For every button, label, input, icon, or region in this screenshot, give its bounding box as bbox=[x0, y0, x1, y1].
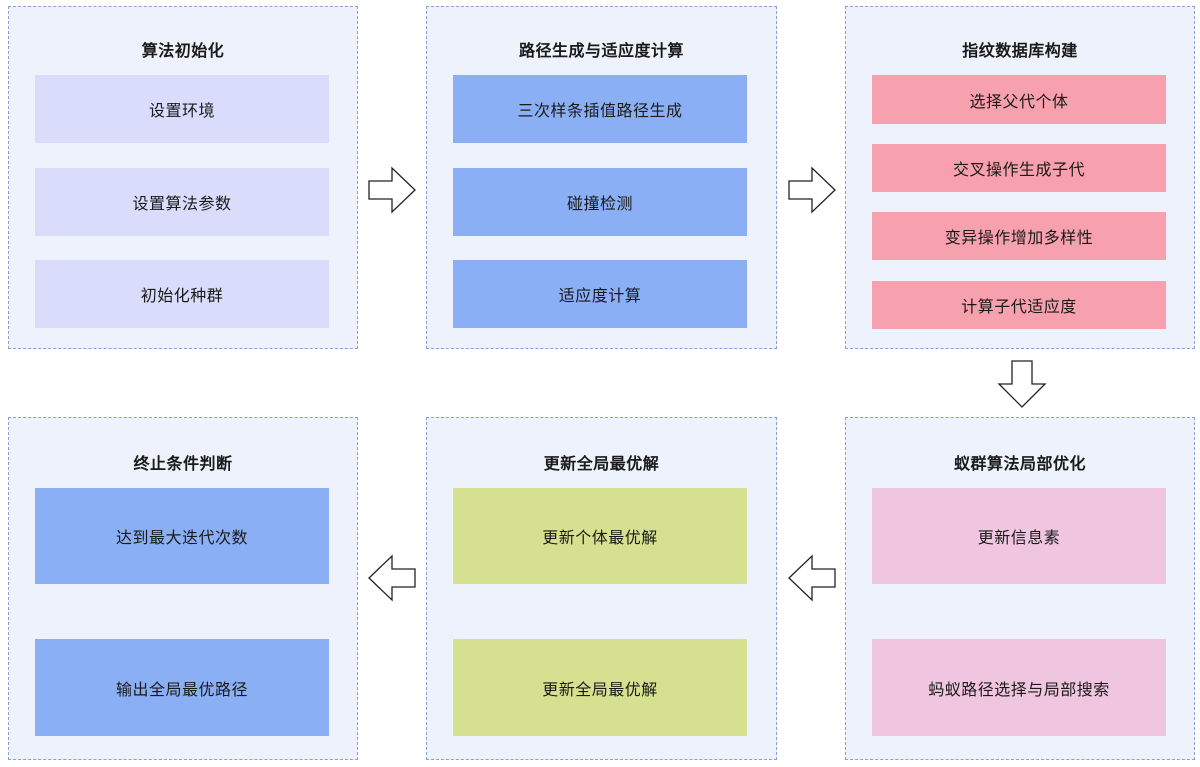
step-collision-detection: 碰撞检测 bbox=[453, 168, 747, 236]
step-max-iterations: 达到最大迭代次数 bbox=[35, 488, 329, 584]
step-init-population: 初始化种群 bbox=[35, 260, 329, 328]
panel-title: 指纹数据库构建 bbox=[962, 41, 1078, 60]
step-offspring-fitness: 计算子代适应度 bbox=[872, 281, 1166, 329]
step-update-individual-best: 更新个体最优解 bbox=[453, 488, 747, 584]
panel-title: 更新全局最优解 bbox=[543, 454, 660, 473]
panel-fingerprint-db: 指纹数据库构建 选择父代个体 交叉操作生成子代 变异操作增加多样性 计算子代适应… bbox=[845, 6, 1195, 349]
step-ant-path-search: 蚂蚁路径选择与局部搜索 bbox=[872, 639, 1166, 736]
arrow-left-icon bbox=[788, 554, 836, 602]
panel-algorithm-init: 算法初始化 设置环境 设置算法参数 初始化种群 bbox=[8, 6, 358, 349]
panel-title: 终止条件判断 bbox=[133, 454, 233, 473]
arrow-left-icon bbox=[368, 554, 416, 602]
step-mutation: 变异操作增加多样性 bbox=[872, 212, 1166, 260]
panel-path-generation: 路径生成与适应度计算 三次样条插值路径生成 碰撞检测 适应度计算 bbox=[426, 6, 777, 349]
step-update-global-best: 更新全局最优解 bbox=[453, 639, 747, 736]
panel-ant-colony: 蚁群算法局部优化 更新信息素 蚂蚁路径选择与局部搜索 bbox=[845, 417, 1195, 760]
panel-title: 算法初始化 bbox=[141, 41, 225, 60]
step-update-pheromone: 更新信息素 bbox=[872, 488, 1166, 584]
step-fitness-calc: 适应度计算 bbox=[453, 260, 747, 328]
panel-title: 蚁群算法局部优化 bbox=[953, 454, 1086, 473]
arrow-right-icon bbox=[788, 166, 836, 214]
step-set-environment: 设置环境 bbox=[35, 75, 329, 143]
step-set-parameters: 设置算法参数 bbox=[35, 168, 329, 236]
step-output-best-path: 输出全局最优路径 bbox=[35, 639, 329, 736]
panel-update-global-best: 更新全局最优解 更新个体最优解 更新全局最优解 bbox=[426, 417, 777, 760]
arrow-right-icon bbox=[368, 166, 416, 214]
step-spline-path: 三次样条插值路径生成 bbox=[453, 75, 747, 143]
step-crossover: 交叉操作生成子代 bbox=[872, 144, 1166, 192]
panel-termination: 终止条件判断 达到最大迭代次数 输出全局最优路径 bbox=[8, 417, 358, 760]
step-select-parents: 选择父代个体 bbox=[872, 75, 1166, 124]
panel-title: 路径生成与适应度计算 bbox=[518, 41, 684, 60]
arrow-down-icon bbox=[997, 360, 1047, 408]
